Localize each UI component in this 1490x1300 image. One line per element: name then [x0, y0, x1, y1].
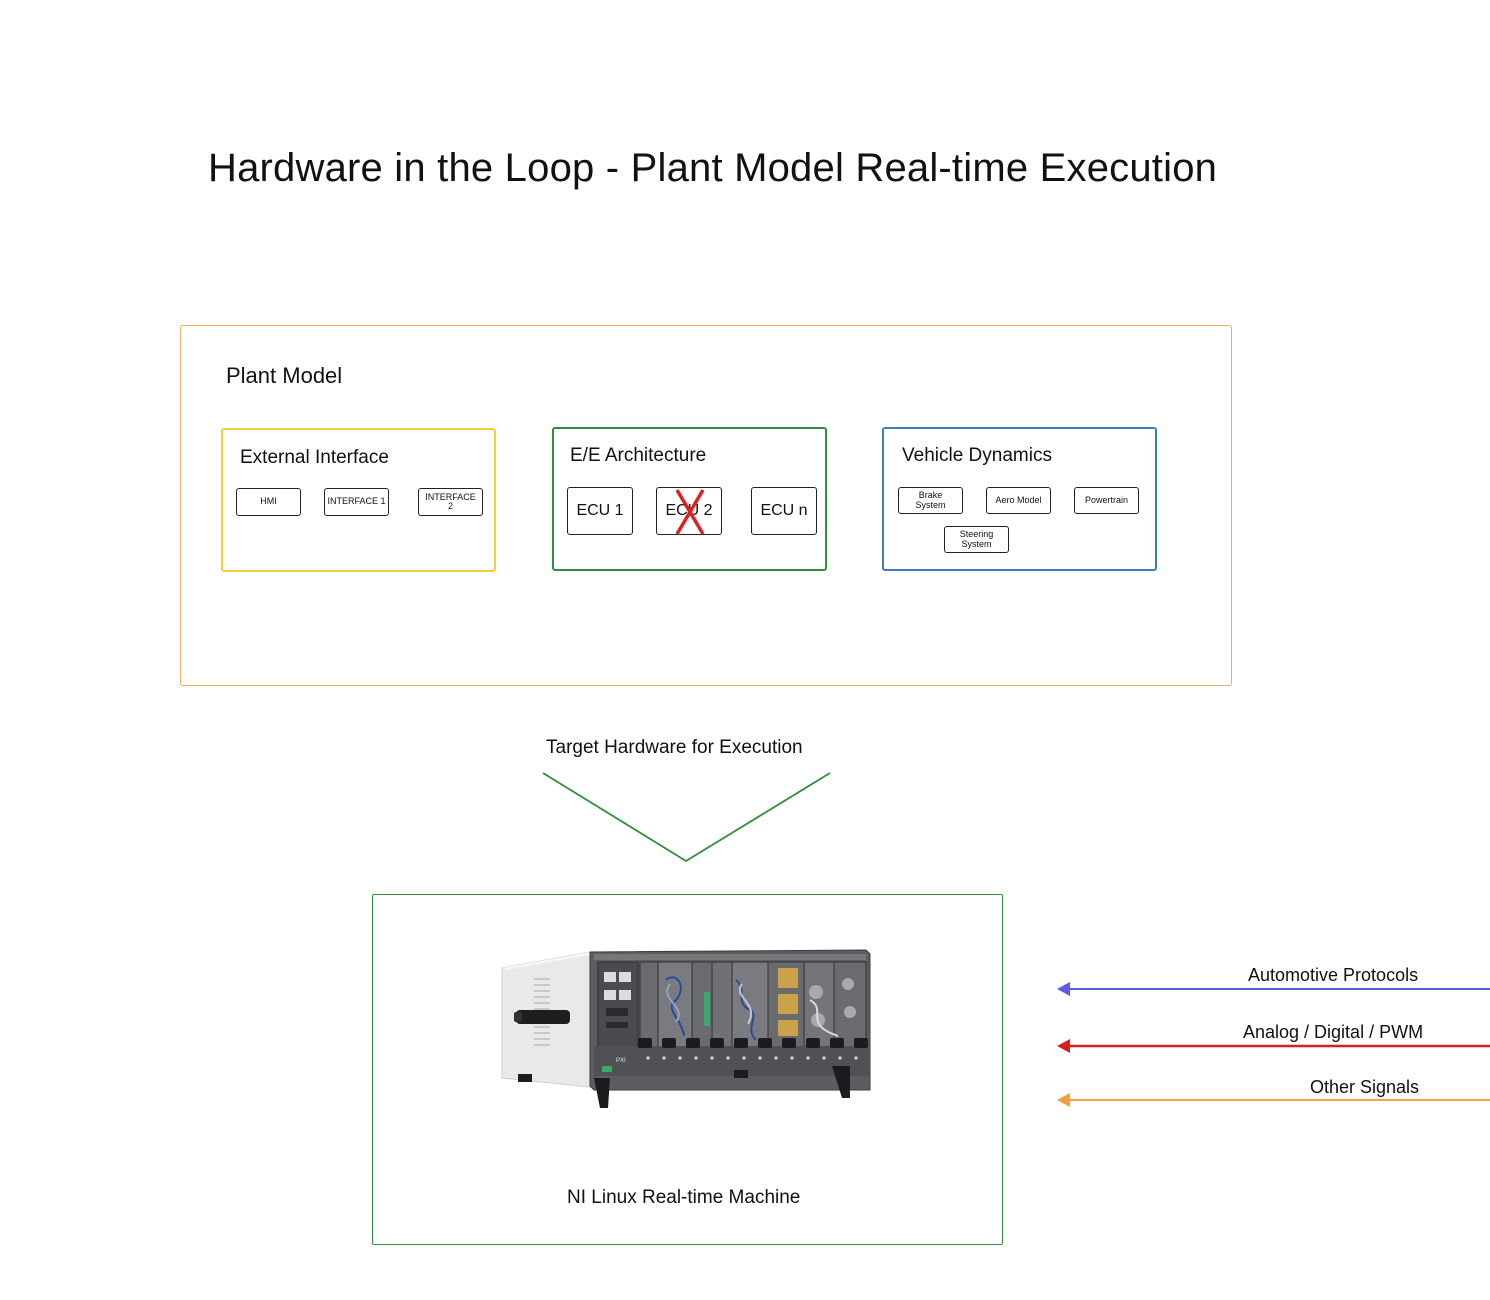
cross-icon	[675, 489, 705, 535]
target-hardware-label: Target Hardware for Execution	[546, 737, 803, 758]
down-triangle-arrow	[542, 772, 831, 862]
signal-label-other-signals: Other Signals	[1310, 1077, 1420, 1097]
machine-label: NI Linux Real-time Machine	[567, 1187, 801, 1208]
interface-2-box: INTERFACE 2	[418, 488, 483, 516]
ee-architecture-title: E/E Architecture	[570, 445, 707, 466]
brake-system-box: Brake System	[898, 487, 963, 514]
powertrain-box: Powertrain	[1074, 487, 1139, 514]
ecu-2-box: ECU 2	[656, 487, 722, 535]
signal-arrow-automotive-protocols	[1057, 982, 1490, 996]
vehicle-dynamics-group: Vehicle Dynamics Brake System Aero Model…	[882, 427, 1157, 571]
signal-arrow-analog-digital-pwm	[1057, 1039, 1490, 1053]
plant-model-label: Plant Model	[226, 363, 343, 388]
hmi-box: HMI	[236, 488, 301, 516]
pxi-chassis-image: PXI	[501, 949, 871, 1108]
target-hardware-container	[372, 894, 1003, 1245]
page-title: Hardware in the Loop - Plant Model Real-…	[208, 146, 1218, 190]
signal-label-automotive-protocols: Automotive Protocols	[1248, 965, 1419, 985]
signal-label-analog-digital-pwm: Analog / Digital / PWM	[1243, 1022, 1424, 1042]
interface-1-box: INTERFACE 1	[324, 488, 389, 516]
aero-model-box: Aero Model	[986, 487, 1051, 514]
vehicle-dynamics-title: Vehicle Dynamics	[902, 445, 1052, 466]
signal-arrow-other-signals	[1057, 1093, 1490, 1107]
chassis-badge: PXI	[616, 1058, 626, 1064]
ee-architecture-group: E/E Architecture ECU 1 ECU 2 ECU n	[552, 427, 827, 571]
external-interface-group: External Interface HMI INTERFACE 1 INTER…	[221, 428, 496, 572]
steering-system-box: Steering System	[944, 526, 1009, 553]
ecu-1-box: ECU 1	[567, 487, 633, 535]
external-interface-title: External Interface	[240, 447, 389, 468]
ecu-n-box: ECU n	[751, 487, 817, 535]
plant-model-container	[180, 325, 1232, 686]
